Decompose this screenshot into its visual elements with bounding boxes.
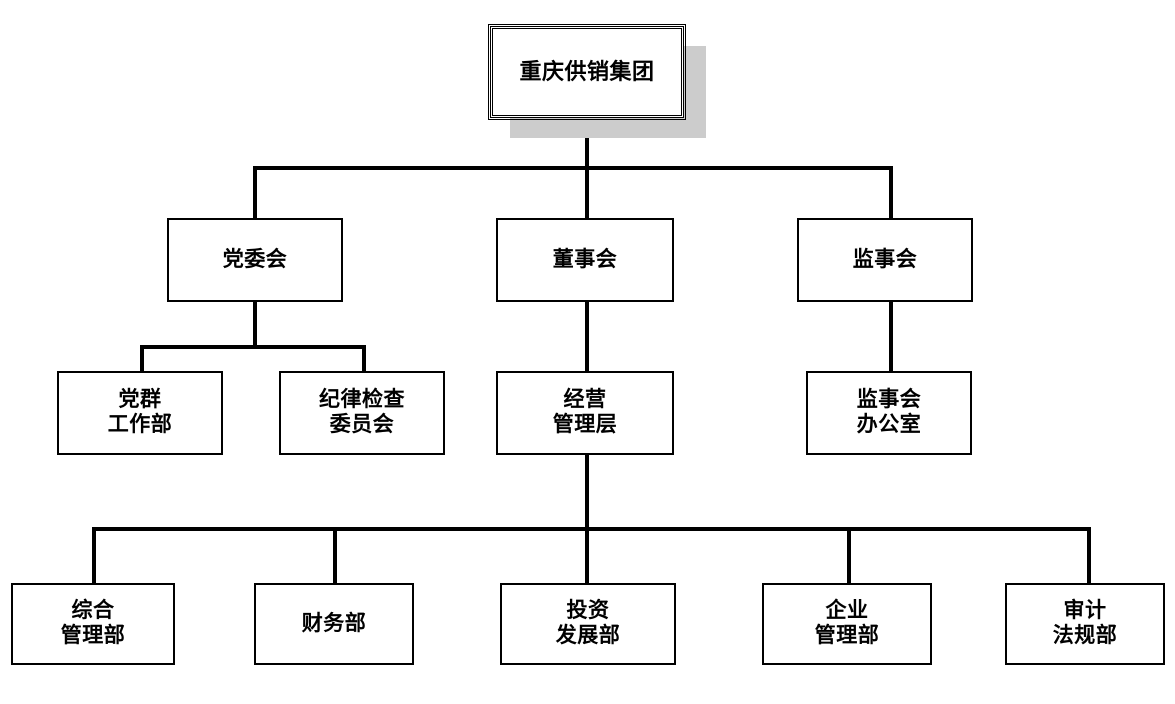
node-party-committee[interactable]: 党委会	[167, 218, 343, 302]
connector-level1-bus	[253, 166, 893, 170]
node-finance-dept-label: 财务部	[301, 611, 367, 635]
connector-party-committee-bus	[140, 345, 366, 349]
node-enterprise-management-dept-label: 企业 管理部	[814, 599, 880, 647]
connector-bus-to-board-of-directors	[585, 166, 589, 220]
connector-bus-to-finance-dept	[333, 527, 337, 585]
connector-party-committee-down	[253, 300, 257, 348]
node-investment-development-dept[interactable]: 投资 发展部	[500, 583, 676, 665]
node-supervisors-office-label: 监事会 办公室	[856, 388, 922, 436]
connector-board-of-supervisors-to-supervisors-office	[889, 300, 893, 373]
node-enterprise-management-dept[interactable]: 企业 管理部	[762, 583, 932, 665]
node-general-management-dept-label: 综合 管理部	[60, 599, 126, 647]
node-board-of-supervisors[interactable]: 监事会	[797, 218, 973, 302]
node-management-layer-label: 经营 管理层	[552, 388, 618, 436]
node-discipline-inspection-commission[interactable]: 纪律检查 委员会	[279, 371, 445, 455]
connector-bus-to-discipline-inspection-commission	[362, 345, 366, 373]
node-investment-development-dept-label: 投资 发展部	[555, 599, 621, 647]
connector-bus-to-party-mass-work-dept	[140, 345, 144, 373]
node-audit-regulation-dept[interactable]: 审计 法规部	[1005, 583, 1165, 665]
node-party-mass-work-dept-label: 党群 工作部	[107, 388, 173, 436]
connector-bus-to-audit-regulation-dept	[1087, 527, 1091, 585]
connector-bus-to-board-of-supervisors	[889, 166, 893, 220]
node-general-management-dept[interactable]: 综合 管理部	[11, 583, 175, 665]
connector-bus-to-enterprise-management-dept	[847, 527, 851, 585]
node-party-committee-label: 党委会	[222, 247, 288, 271]
node-board-of-directors[interactable]: 董事会	[496, 218, 674, 302]
node-board-of-directors-label: 董事会	[552, 247, 618, 271]
connector-board-of-directors-to-management-layer	[585, 300, 589, 373]
node-supervisors-office[interactable]: 监事会 办公室	[806, 371, 972, 455]
connector-bus-to-general-management-dept	[92, 527, 96, 585]
node-board-of-supervisors-label: 监事会	[852, 247, 918, 271]
connector-departments-bus	[92, 527, 1091, 531]
connector-management-layer-down	[585, 455, 589, 530]
node-root[interactable]: 重庆供销集团	[488, 24, 686, 120]
node-root-label: 重庆供销集团	[519, 59, 655, 85]
node-discipline-inspection-commission-label: 纪律检查 委员会	[319, 388, 405, 436]
connector-root-down	[585, 117, 589, 170]
node-finance-dept[interactable]: 财务部	[254, 583, 414, 665]
connector-bus-to-investment-development-dept	[585, 527, 589, 585]
node-party-mass-work-dept[interactable]: 党群 工作部	[57, 371, 223, 455]
connector-bus-to-party-committee	[253, 166, 257, 220]
node-management-layer[interactable]: 经营 管理层	[496, 371, 674, 455]
node-audit-regulation-dept-label: 审计 法规部	[1052, 599, 1118, 647]
